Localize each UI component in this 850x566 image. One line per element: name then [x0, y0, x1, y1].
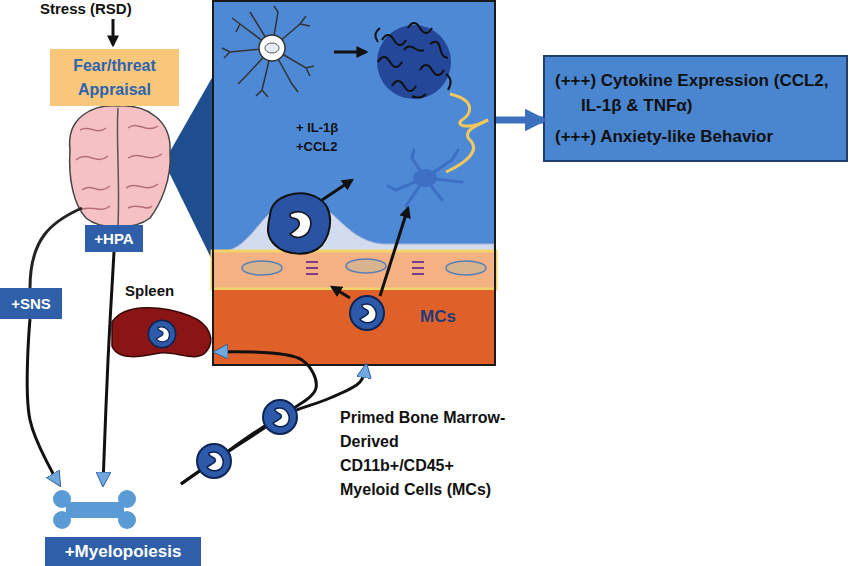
bone-illustration — [53, 511, 71, 529]
tissue-panel-illustration — [420, 65, 444, 75]
tissue-panel-illustration — [412, 267, 424, 269]
node-text: Spleen — [125, 282, 174, 299]
outcome-box: (+++) Cytokine Expression (CCL2, IL-1β &… — [543, 55, 848, 162]
brain-illustration — [70, 106, 171, 227]
tissue-panel-illustration — [265, 43, 279, 53]
spleen-illustration — [148, 320, 175, 347]
tissue-panel-illustration — [212, 0, 496, 366]
circulating-cells — [197, 400, 297, 478]
node-text: (+++) Anxiety-like Behavior — [555, 124, 838, 149]
tissue-panel-illustration — [222, 6, 314, 97]
tissue-panel-illustration — [375, 23, 450, 98]
tissue-panel-illustration — [290, 212, 311, 237]
bone-illustration — [118, 511, 136, 529]
bone-illustration — [53, 490, 71, 508]
tissue-panel-illustration — [408, 23, 432, 33]
tissue-panel-illustration — [413, 169, 437, 187]
tissue-panel-illustration — [212, 251, 496, 289]
tissue-panel-illustration — [446, 120, 488, 172]
node-text: +HPA — [94, 230, 133, 247]
tissue-panel-illustration — [412, 273, 424, 275]
tissue-panel-illustration — [322, 180, 352, 200]
bone-illustration — [66, 502, 124, 518]
stress-arrow — [112, 19, 115, 45]
tissue-panel-illustration — [375, 28, 380, 42]
tissue-panel-illustration — [446, 74, 451, 90]
connector-arrow — [27, 319, 59, 484]
sns-box: +SNS — [0, 288, 62, 319]
spleen-illustration — [112, 308, 211, 357]
tissue-panel-illustration — [242, 261, 282, 275]
connector-arrow — [181, 366, 366, 484]
brain-illustration — [117, 108, 118, 226]
connector-arrow — [103, 252, 114, 484]
tissue-panel-illustration — [392, 81, 416, 91]
tissue-panel-illustration — [378, 57, 402, 67]
node-text: (+++) Cytokine Expression (CCL2, IL-1β &… — [555, 68, 838, 118]
myelopoiesis-node: +Myelopoiesis — [45, 484, 201, 566]
tissue-panel-illustration — [380, 208, 408, 296]
tissue-panel-illustration — [350, 296, 384, 330]
free-label: Primed Bone Marrow-Derived CD11b+/CD45+ … — [340, 406, 508, 502]
tissue-panel-illustration — [306, 261, 318, 263]
node-text: Fear/threat Appraisal — [50, 54, 179, 102]
tissue-panel-illustration — [346, 259, 386, 273]
bone-illustration — [53, 490, 136, 529]
spleen-illustration — [112, 308, 211, 357]
tissue-panel-illustration — [404, 46, 424, 50]
sns-leader — [30, 208, 82, 288]
tissue-panel-illustration — [446, 261, 486, 275]
tissue-panel-illustration — [268, 193, 330, 253]
node-text: + IL-1β +CCL2 — [296, 118, 360, 156]
tissue-panel: + IL-1β +CCL2MCs — [212, 0, 496, 366]
tissue-panel-illustration — [334, 51, 366, 54]
appraisal-box: Fear/threat Appraisal — [50, 49, 179, 106]
connector-group — [27, 120, 543, 484]
tissue-panel-illustration — [306, 267, 318, 269]
brain-illustration — [126, 125, 162, 208]
tissue-panel-illustration — [222, 199, 494, 252]
circulating-cells — [197, 444, 231, 478]
bone-illustration — [118, 490, 136, 508]
node-text: +Myelopoiesis — [45, 537, 201, 566]
hpa-box: +HPA — [85, 225, 143, 252]
tissue-panel-illustration — [212, 290, 496, 366]
tissue-panel-illustration — [430, 42, 448, 58]
tissue-panel-illustration — [306, 273, 318, 275]
brain-illustration — [76, 128, 110, 210]
tissue-panel-illustration — [306, 262, 424, 274]
tissue-panel-illustration — [412, 94, 426, 98]
spleen-node: Spleen — [108, 281, 216, 365]
tissue-panel-illustration — [212, 0, 496, 366]
brain-illustration — [70, 106, 171, 227]
free-label: Stress (RSD) — [40, 0, 132, 17]
node-text: MCs — [420, 307, 456, 327]
connector-arrow — [496, 117, 543, 124]
tissue-panel-illustration — [382, 35, 406, 45]
tissue-panel-illustration — [259, 35, 285, 61]
tissue-panel-illustration — [332, 287, 350, 298]
tissue-panel-illustration — [412, 261, 424, 263]
node-text: +SNS — [11, 295, 51, 312]
tissue-panel-illustration — [388, 150, 462, 206]
tissue-panel-illustration — [377, 25, 451, 99]
circulating-cells — [263, 400, 297, 434]
connector-arrow — [181, 352, 316, 484]
